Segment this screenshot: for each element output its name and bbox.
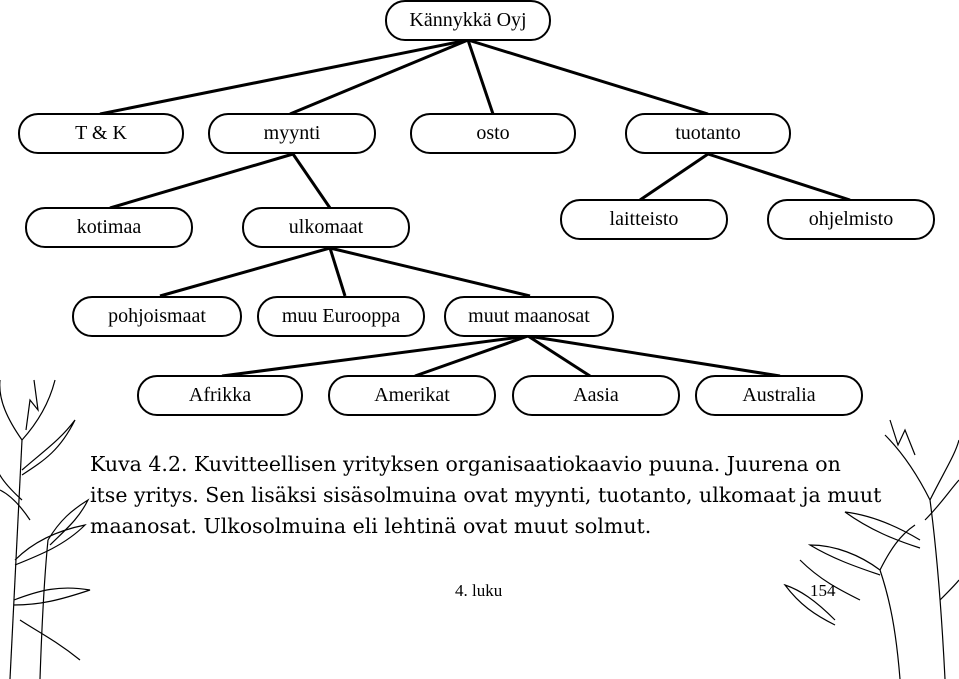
node-pohjoismaat: pohjoismaat [72,296,242,337]
node-muu-eurooppa: muu Eurooppa [257,296,425,337]
node-muut-maanosat: muut maanosat [444,296,614,337]
node-aasia: Aasia [512,375,680,416]
palm-leaf-decoration-right [783,419,959,679]
node-kotimaa: kotimaa [25,207,193,248]
root-node: Kännykkä Oyj [385,0,551,41]
node-tuotanto: tuotanto [625,113,791,154]
figure-caption: Kuva 4.2. Kuvitteellisen yrityksen organ… [90,449,900,542]
caption-line-2: itse yritys. Sen lisäksi sisäsolmuina ov… [90,483,882,507]
node-osto: osto [410,113,576,154]
node-afrikka: Afrikka [137,375,303,416]
caption-line-3: maanosat. Ulkosolmuina eli lehtinä ovat … [90,514,652,538]
node-myynti: myynti [208,113,376,154]
node-amerikat: Amerikat [328,375,496,416]
caption-line-1: Kuva 4.2. Kuvitteellisen yrityksen organ… [90,452,841,476]
palm-leaf-decoration-left [0,379,91,679]
footer-page-number: 154 [810,581,836,600]
node-ulkomaat: ulkomaat [242,207,410,248]
node-laitteisto: laitteisto [560,199,728,240]
node-australia: Australia [695,375,863,416]
node-ohjelmisto: ohjelmisto [767,199,935,240]
footer-chapter: 4. luku [455,581,503,600]
tree-edges [99,38,851,378]
node-t-and-k: T & K [18,113,184,154]
